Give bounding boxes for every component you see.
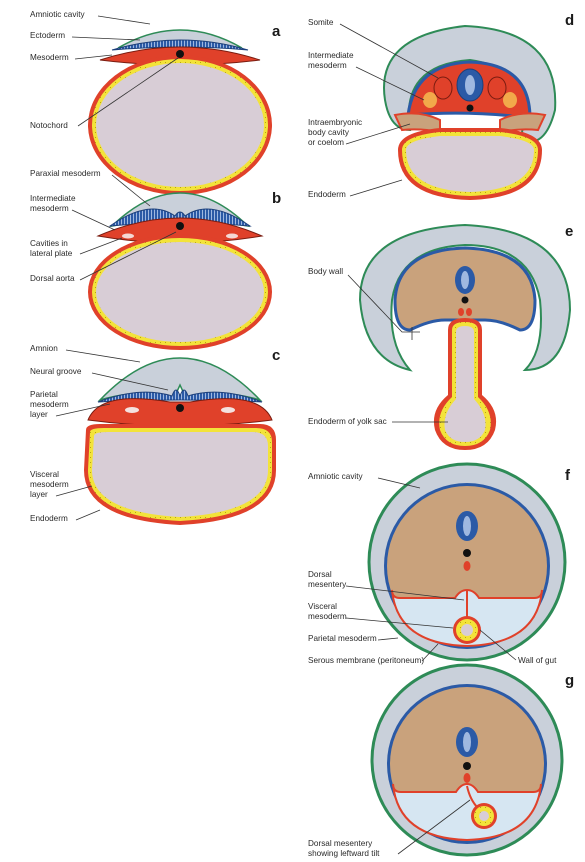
leader-line: [66, 350, 140, 362]
panel-e: e Body wall Endoderm of yolk sac: [308, 223, 573, 450]
yolk-sac-a: [96, 63, 264, 187]
panel-letter-c: c: [272, 347, 280, 364]
gut-lumen-f: [461, 624, 473, 636]
intermediate-mesoderm-left-d: [423, 92, 437, 108]
somite-left-d: [434, 77, 452, 99]
coelom-right-c: [221, 407, 235, 413]
notochord-g: [463, 762, 471, 770]
panel-b: b Paraxial mesoderm Intermediate mesoder…: [30, 169, 281, 350]
notochord-a: [176, 50, 184, 58]
label-serous-membrane: Serous membrane (peritoneum): [308, 656, 424, 665]
label-mesoderm-b: mesoderm: [30, 204, 69, 213]
label-intraembryonic: Intraembryonic: [308, 118, 362, 127]
gut-lumen-g: [479, 811, 489, 821]
notochord-d: [467, 105, 474, 112]
notochord-b: [176, 222, 184, 230]
panel-a: a Amniotic cavity Ectoderm Mesoderm Noto…: [30, 10, 281, 195]
label-cavities-in: Cavities in: [30, 239, 68, 248]
panel-d: d Somite Intermediate mesoderm Intraembr…: [308, 12, 574, 200]
label-dorsal-f: Dorsal: [308, 570, 332, 579]
label-endoderm-c: Endoderm: [30, 514, 68, 523]
label-body-cavity: body cavity: [308, 128, 350, 137]
neural-canal-d: [465, 75, 475, 95]
panel-letter-g: g: [565, 672, 574, 689]
notochord-c: [176, 404, 184, 412]
neural-canal-f: [463, 516, 471, 536]
label-dorsal-aorta: Dorsal aorta: [30, 274, 75, 283]
panel-letter-a: a: [272, 23, 281, 40]
panel-f: f Amniotic cavity Dorsal mesentery Visce…: [308, 464, 571, 665]
label-notochord-a: Notochord: [30, 121, 68, 130]
leader-line: [72, 210, 115, 230]
leader-line: [76, 510, 100, 520]
label-neural-groove: Neural groove: [30, 367, 82, 376]
leader-line: [98, 16, 150, 24]
label-amnion: Amnion: [30, 344, 58, 353]
mesoderm-c: [88, 399, 272, 426]
label-mesentery-f: mesentery: [308, 580, 347, 589]
leader-line: [350, 180, 402, 196]
leader-line: [346, 124, 410, 144]
aorta-right-e: [466, 308, 472, 316]
label-layer-c2: layer: [30, 490, 48, 499]
label-mesoderm-c2: mesoderm: [30, 480, 69, 489]
label-visceral-c: Visceral: [30, 470, 59, 479]
label-intermediate-b: Intermediate: [30, 194, 76, 203]
label-visceral-f: Visceral: [308, 602, 337, 611]
label-intermediate-d: Intermediate: [308, 51, 354, 60]
neural-canal-e: [461, 271, 469, 289]
amnion-c: [100, 358, 260, 400]
label-mesoderm-f: mesoderm: [308, 612, 347, 621]
leader-line: [378, 638, 398, 640]
leader-line: [72, 37, 140, 40]
panel-g: g Dorsal mesentery showing leftward tilt: [308, 665, 574, 858]
label-mesoderm-d: mesoderm: [308, 61, 347, 70]
panel-letter-d: d: [565, 12, 574, 29]
panel-letter-f: f: [565, 467, 571, 484]
label-endoderm-yolk-sac: Endoderm of yolk sac: [308, 417, 387, 426]
label-lateral-plate: lateral plate: [30, 249, 73, 258]
somite-right-d: [488, 77, 506, 99]
notochord-f: [463, 549, 471, 557]
notochord-e: [462, 297, 469, 304]
panel-letter-e: e: [565, 223, 573, 240]
aorta-f: [464, 561, 471, 571]
label-layer-c1: layer: [30, 410, 48, 419]
label-dorsal-mesentery-g: Dorsal mesentery: [308, 839, 373, 848]
label-ectoderm-a: Ectoderm: [30, 31, 65, 40]
coelom-left-c: [125, 407, 139, 413]
label-wall-of-gut: Wall of gut: [518, 656, 557, 665]
label-mesoderm-c1: mesoderm: [30, 400, 69, 409]
panel-c: c Amnion Neural groove Parietal mesoderm…: [30, 344, 280, 525]
label-parietal-c: Parietal: [30, 390, 58, 399]
label-endoderm-d: Endoderm: [308, 190, 346, 199]
label-paraxial-mesoderm: Paraxial mesoderm: [30, 169, 101, 178]
label-somite: Somite: [308, 18, 334, 27]
aorta-left-e: [458, 308, 464, 316]
yolk-sac-c: [92, 432, 268, 517]
yolk-sac-b: [96, 242, 264, 342]
label-mesoderm-a: Mesoderm: [30, 53, 69, 62]
neural-canal-g: [463, 732, 471, 752]
label-body-wall: Body wall: [308, 267, 343, 276]
label-amniotic-cavity-f: Amniotic cavity: [308, 472, 364, 481]
label-amniotic-cavity-a: Amniotic cavity: [30, 10, 86, 19]
label-parietal-mesoderm: Parietal mesoderm: [308, 634, 377, 643]
label-leftward-tilt: showing leftward tilt: [308, 849, 380, 858]
lateral-cavity-left-b: [122, 234, 134, 239]
intermediate-mesoderm-right-d: [503, 92, 517, 108]
panel-letter-b: b: [272, 190, 281, 207]
aorta-g: [464, 773, 471, 783]
lateral-cavity-right-b: [226, 234, 238, 239]
label-or-coelom: or coelom: [308, 138, 344, 147]
